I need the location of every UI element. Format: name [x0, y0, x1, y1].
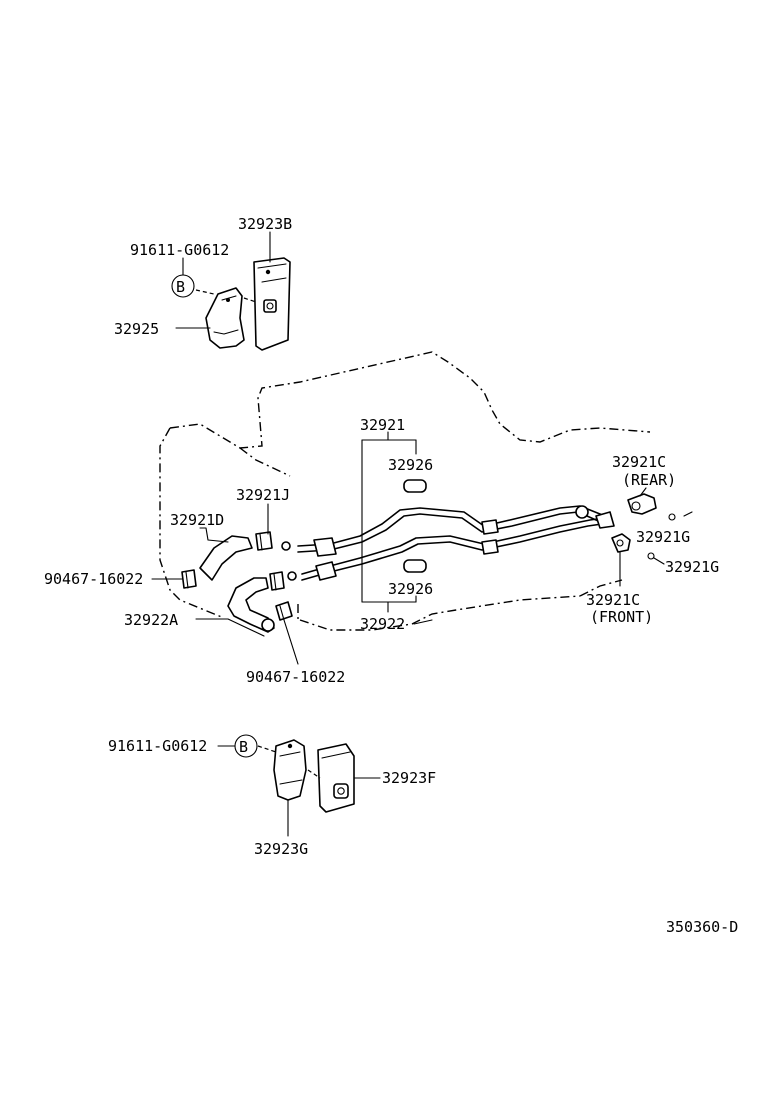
label-32921j: 32921J: [236, 486, 290, 504]
label-32921d: 32921D: [170, 511, 224, 529]
clamp-bracket-dash-lower: [307, 769, 321, 779]
hose-32921d: [199, 535, 253, 581]
bolt-leader-bottom: [257, 745, 277, 753]
union-front: [611, 533, 631, 553]
clip-left-90467: [181, 569, 197, 589]
clip-32921j: [255, 531, 273, 551]
clamp-32925: [205, 287, 245, 349]
label-32923b: 32923B: [238, 215, 292, 233]
label-32922: 32922: [360, 615, 405, 633]
label-32923f: 32923F: [382, 769, 436, 787]
label-32921: 32921: [360, 416, 405, 434]
label-32921c-rear: 32921C: [612, 453, 666, 471]
hose-32922a: [227, 577, 275, 633]
labels: 32923B 91611-G0612 32925 32921 32926 329…: [44, 215, 738, 936]
bolt-leader-top: [195, 289, 215, 295]
label-front-note: (FRONT): [590, 608, 653, 626]
label-32921g-front: 32921G: [665, 558, 719, 576]
label-32925: 32925: [114, 320, 159, 338]
bracket-32923f: [317, 743, 355, 813]
clamp-32923g: [273, 739, 307, 801]
gasket-rear-ring: [668, 513, 676, 521]
marker-b-top-letter: B: [176, 278, 185, 296]
label-32926-upper: 32926: [388, 456, 433, 474]
gasket-front-ring: [647, 552, 655, 560]
union-rear: [627, 493, 657, 515]
grommet-upper: [403, 479, 427, 493]
label-90467-left: 90467-16022: [44, 570, 143, 588]
label-32926-lower: 32926: [388, 580, 433, 598]
grommet-lower: [403, 559, 427, 573]
tube-assembly: [281, 505, 615, 581]
clamp-bracket-dash: [243, 297, 257, 303]
label-rear-note: (REAR): [622, 471, 676, 489]
diagram-code: 350360-D: [666, 918, 738, 936]
leader-lines: [151, 231, 693, 837]
label-32922a: 32922A: [124, 611, 178, 629]
label-32921c-front: 32921C: [586, 591, 640, 609]
label-90467-bottom: 90467-16022: [246, 668, 345, 686]
bracket-32923b: [253, 257, 291, 351]
marker-b-bottom: B: [234, 734, 258, 758]
label-91611-top: 91611-G0612: [130, 241, 229, 259]
label-32923g: 32923G: [254, 840, 308, 858]
clip-bottom-90467: [275, 601, 293, 621]
clip-mid-hose: [269, 571, 285, 591]
label-32921g-rear: 32921G: [636, 528, 690, 546]
engine-outline: [159, 351, 651, 631]
label-91611-bottom: 91611-G0612: [108, 737, 207, 755]
marker-b-bottom-letter: B: [239, 738, 248, 756]
marker-b-top: B: [171, 274, 195, 298]
